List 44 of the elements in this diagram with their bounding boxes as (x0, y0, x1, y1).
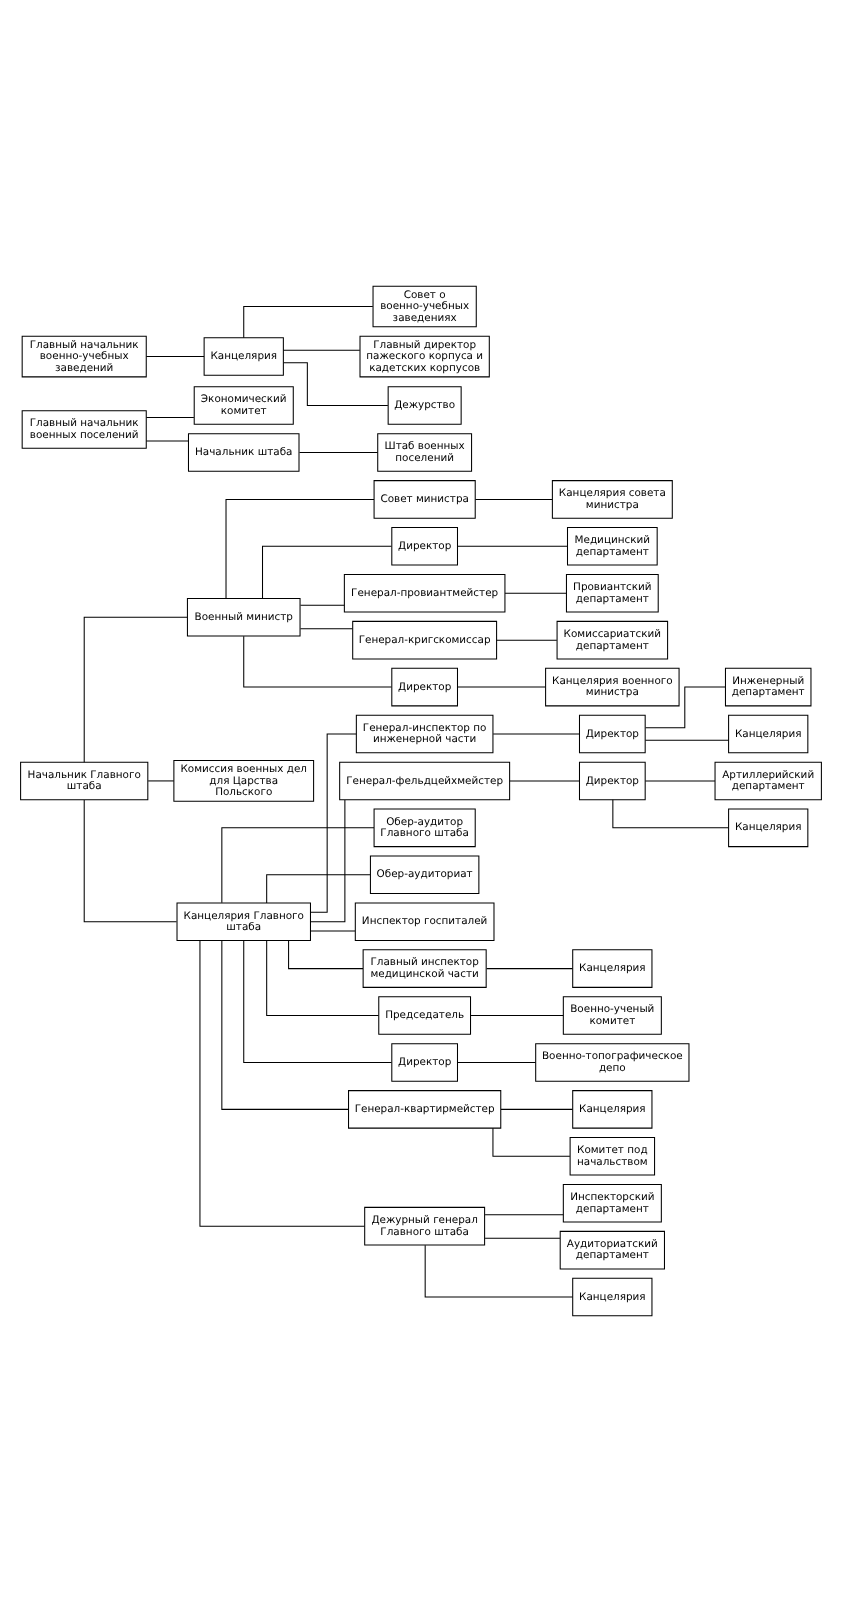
connector (145, 355, 205, 357)
connector (299, 450, 379, 452)
connector (243, 634, 392, 687)
connector (484, 1236, 561, 1238)
connector (221, 826, 375, 903)
connector (500, 1107, 574, 1109)
connector (644, 779, 716, 781)
connector (486, 967, 574, 969)
connector (299, 603, 345, 605)
connector (509, 779, 580, 781)
connector (199, 939, 365, 1226)
connector (243, 939, 392, 1062)
connector (496, 638, 558, 640)
connector (492, 732, 580, 734)
connector (145, 416, 195, 418)
connector (644, 738, 730, 740)
connector (145, 439, 189, 441)
connector (484, 1213, 564, 1215)
connector (612, 798, 729, 828)
connector (147, 779, 175, 781)
connector (504, 591, 567, 593)
connector (457, 1060, 537, 1062)
connector (424, 1243, 574, 1297)
connector (645, 685, 726, 728)
connector (282, 348, 361, 350)
connector (225, 497, 375, 598)
connector (288, 939, 364, 969)
connector (474, 497, 553, 499)
connector (221, 939, 349, 1109)
connector (457, 544, 568, 546)
connector (299, 627, 353, 629)
connector (310, 929, 356, 931)
connector (83, 798, 178, 922)
connector (266, 939, 380, 1016)
connector (266, 873, 371, 903)
connector (470, 1014, 564, 1016)
connector (262, 544, 392, 598)
connector (492, 1126, 571, 1156)
connector (83, 615, 188, 762)
connector (283, 361, 389, 406)
connector (310, 732, 357, 912)
connector (457, 685, 546, 687)
connector (310, 798, 346, 922)
connector (243, 305, 374, 338)
